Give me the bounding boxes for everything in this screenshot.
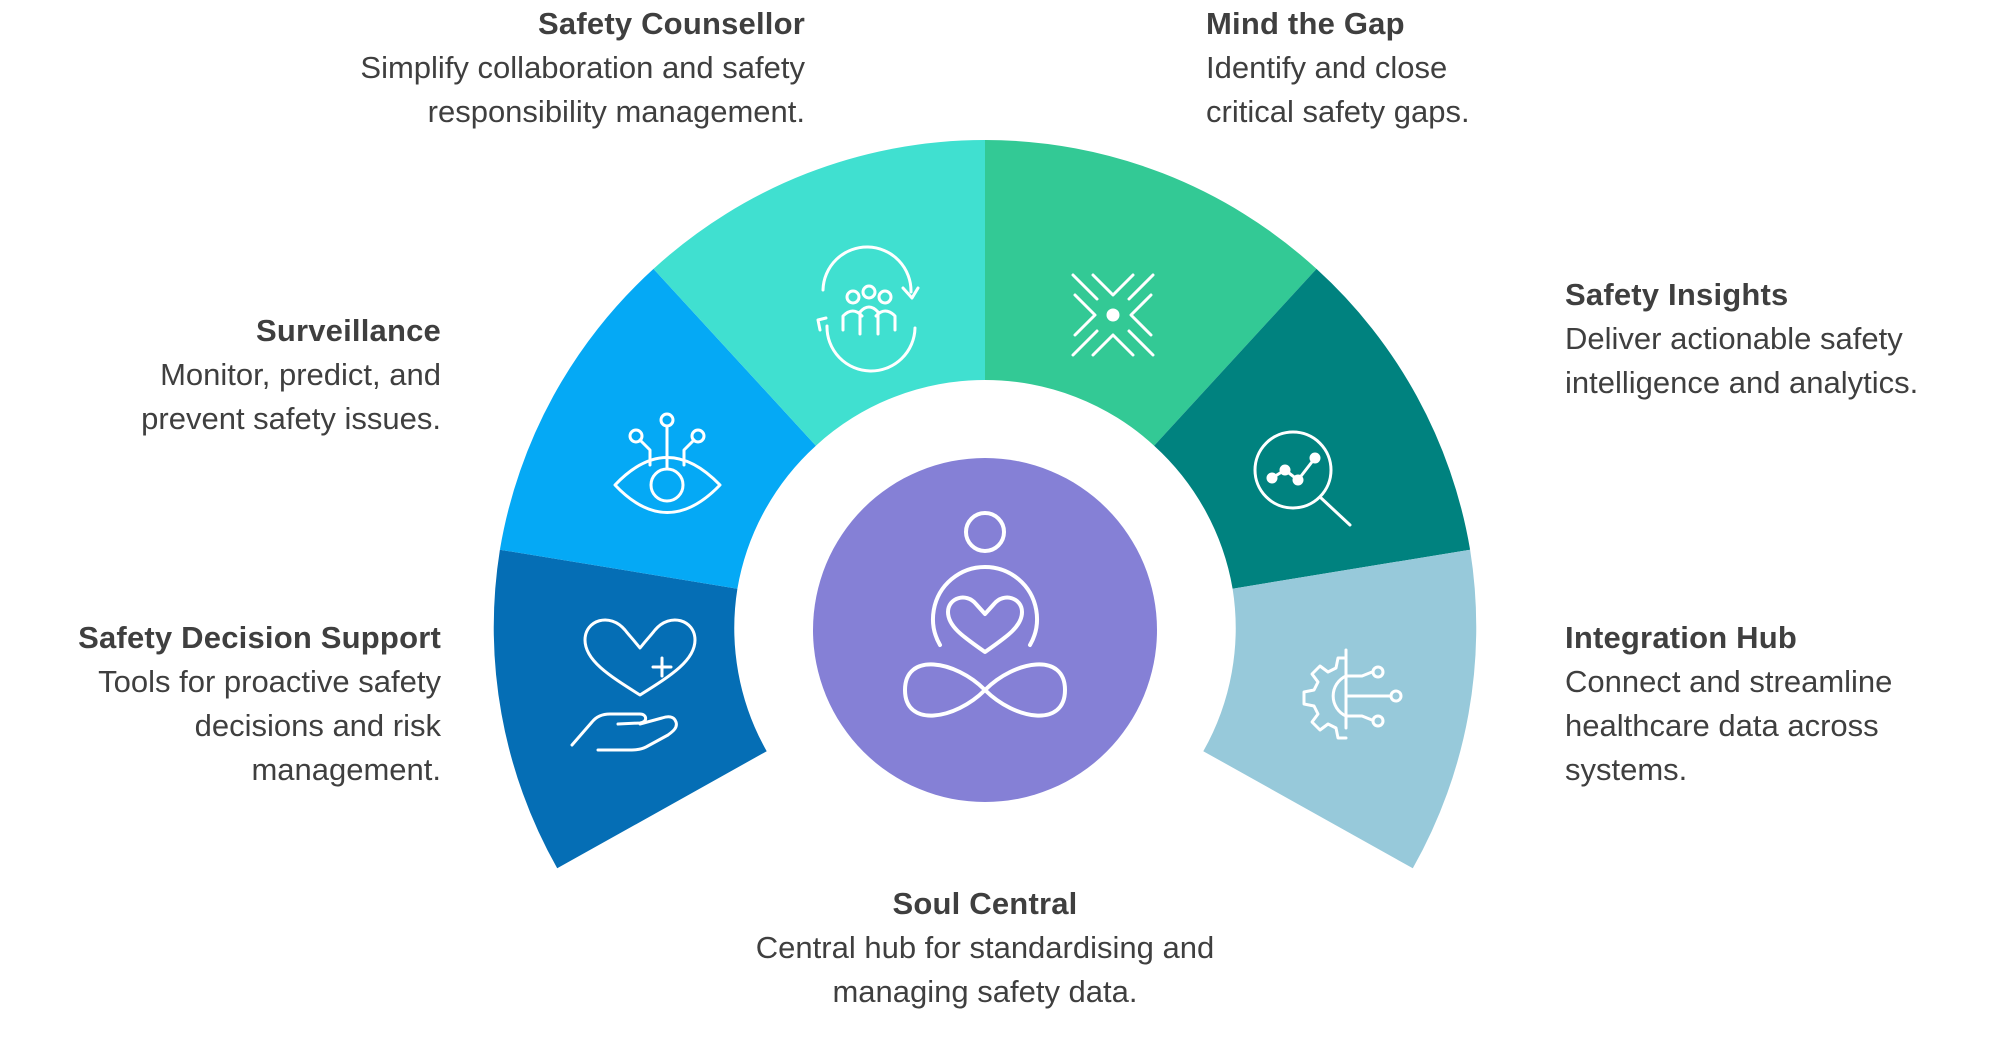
- label-surveillance: Surveillance Monitor, predict, and preve…: [0, 309, 441, 441]
- label-description-line: prevent safety issues.: [141, 401, 441, 436]
- label-description-line: management.: [251, 752, 441, 787]
- segment-safety-insights: [1154, 268, 1471, 589]
- converge-arrows-icon: [1071, 273, 1155, 357]
- label-soul-central: Soul Central Central hub for standardisi…: [705, 882, 1265, 1014]
- label-title: Integration Hub: [1565, 620, 1798, 655]
- label-description-line: Central hub for standardising and: [755, 930, 1215, 965]
- label-description-line: Tools for proactive safety: [98, 664, 441, 699]
- label-safety-decision-support: Safety Decision Support Tools for proact…: [0, 616, 441, 792]
- label-description-line: Deliver actionable safety: [1565, 321, 1903, 356]
- label-description-line: Identify and close: [1206, 50, 1448, 85]
- segment-integration-hub: [1203, 549, 1477, 869]
- segment-safety-counsellor: [653, 139, 985, 446]
- meditation-heart-icon: [903, 511, 1067, 718]
- label-description-line: healthcare data across: [1565, 708, 1879, 743]
- label-safety-insights: Safety Insights Deliver actionable safet…: [1565, 273, 2000, 405]
- segment-surveillance: [499, 268, 816, 589]
- label-title: Safety Counsellor: [538, 6, 805, 41]
- analytics-magnifier-icon: [1253, 430, 1352, 527]
- label-safety-counsellor: Safety Counsellor Simplify collaboration…: [245, 2, 805, 134]
- label-title: Safety Insights: [1565, 277, 1789, 312]
- center-circle: [813, 458, 1157, 802]
- segment-mind-the-gap: [985, 139, 1317, 446]
- segment-safety-decision-support: [493, 549, 767, 869]
- label-description-line: critical safety gaps.: [1206, 94, 1470, 129]
- label-description-line: managing safety data.: [832, 974, 1138, 1009]
- label-description-line: responsibility management.: [427, 94, 805, 129]
- gear-network-icon: [1302, 648, 1403, 740]
- label-title: Safety Decision Support: [78, 620, 441, 655]
- people-cycle-icon: [816, 245, 920, 373]
- label-description-line: decisions and risk: [194, 708, 441, 743]
- label-title: Surveillance: [255, 313, 441, 348]
- heart-hand-icon: [570, 618, 697, 752]
- label-description-line: Monitor, predict, and: [160, 357, 441, 392]
- label-description-line: Connect and streamline: [1565, 664, 1893, 699]
- label-mind-the-gap: Mind the Gap Identify and close critical…: [1206, 2, 1766, 134]
- label-description-line: systems.: [1565, 752, 1688, 787]
- label-description-line: intelligence and analytics.: [1565, 365, 1919, 400]
- eye-icon: [613, 412, 722, 514]
- label-description-line: Simplify collaboration and safety: [360, 50, 805, 85]
- label-title: Mind the Gap: [1206, 6, 1405, 41]
- label-integration-hub: Integration Hub Connect and streamline h…: [1565, 616, 2000, 792]
- label-title: Soul Central: [892, 886, 1078, 921]
